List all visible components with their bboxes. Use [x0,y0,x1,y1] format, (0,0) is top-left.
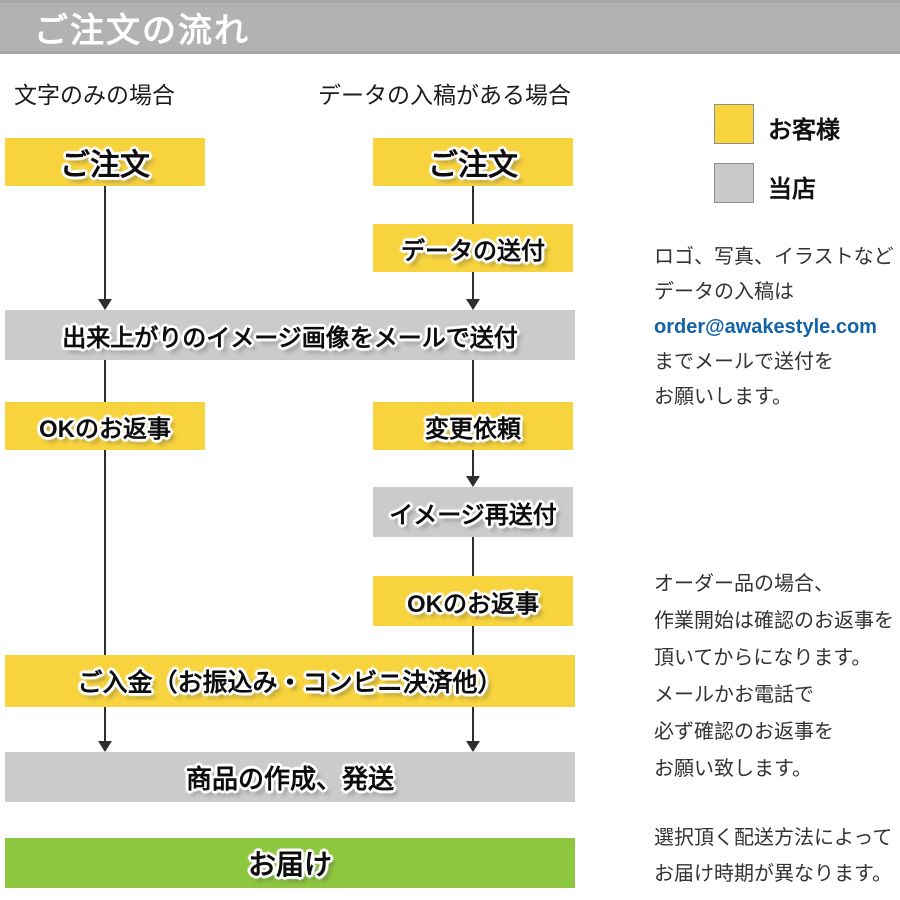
flow-box-ok-reply-right-label: OKのお返事 [407,590,539,618]
legend-shop-label: 当店 [768,176,816,203]
flow-box-ok-reply-left: OKのお返事 [5,402,205,450]
flow-box-data-send: データの送付 [373,224,573,272]
legend-customer-label: お客様 [768,117,840,144]
connector-image-mail-to-ok-left [104,360,106,402]
arrowhead-into-image-resend [466,476,480,487]
note-order-confirmation-line6: お願い致します。 [654,758,812,780]
flow-box-ok-reply-right: OKのお返事 [373,576,573,626]
note-order-confirmation-line1: オーダー品の場合、 [654,573,834,595]
note-data-submission-line3: までメールで送付を [654,351,834,373]
flow-box-image-mail-label: 出来上がりのイメージ画像をメールで送付 [62,324,518,352]
note-delivery-timing-line2: お届け時期が異なります。 [654,863,892,885]
note-order-confirmation-line5: 必ず確認のお返事を [654,721,834,743]
note-delivery-timing: 選択頂く配送方法によって お届け時期が異なります。 [654,820,900,892]
flow-box-image-mail: 出来上がりのイメージ画像をメールで送付 [5,310,575,360]
email-link[interactable]: order@awakestyle.com [654,316,877,338]
arrowhead-into-image-mail-left [98,299,112,310]
note-order-confirmation-line2: 作業開始は確認のお返事を [654,610,894,632]
page-title: ご注文の流れ [34,11,250,50]
note-data-submission: ロゴ、写真、イラストなど データの入稿は order@awakestyle.co… [654,240,900,415]
legend-shop-swatch [714,163,754,203]
connector-change-request-to-image-resend [472,450,474,477]
flow-box-image-resend: イメージ再送付 [373,487,573,537]
connector-order-right-to-data-send [472,186,474,224]
flow-box-payment-label: ご入金（お振込み・コンビニ決済他） [77,669,503,697]
column-label-with-data: データの入稿がある場合 [318,82,571,108]
note-order-confirmation-line4: メールかお電話で [654,684,814,706]
arrowhead-into-image-mail-right [466,299,480,310]
flow-box-image-resend-label: イメージ再送付 [389,501,557,529]
flow-box-order-left: ご注文 [5,138,205,186]
note-order-confirmation-line3: 頂いてからになります。 [654,647,872,669]
connector-image-resend-to-ok-right [472,537,474,576]
flow-box-payment: ご入金（お振込み・コンビニ決済他） [5,655,575,707]
flow-box-data-send-label: データの送付 [401,237,545,265]
legend-customer-swatch [714,104,754,144]
page-header-bar: ご注文の流れ [0,0,900,54]
flow-box-order-left-label: ご注文 [60,149,150,182]
flow-box-delivery-label: お届け [247,849,332,880]
arrowhead-into-production-left [98,741,112,752]
flow-box-production-shipping-label: 商品の作成、発送 [185,763,394,794]
flow-box-change-request: 変更依頼 [373,402,573,450]
flow-box-ok-reply-left-label: OKのお返事 [39,415,171,443]
note-data-submission-line4: お願いします。 [654,386,792,408]
flow-box-change-request-label: 変更依頼 [425,415,521,443]
flow-box-order-right-label: ご注文 [428,149,518,182]
flow-box-delivery: お届け [5,838,575,888]
column-label-text-only: 文字のみの場合 [14,82,175,108]
note-data-submission-line1: ロゴ、写真、イラストなど [654,246,894,268]
arrowhead-into-production-right [466,741,480,752]
connector-image-mail-to-change-request [472,360,474,402]
note-order-confirmation: オーダー品の場合、 作業開始は確認のお返事を 頂いてからになります。 メールかお… [654,566,900,788]
note-delivery-timing-line1: 選択頂く配送方法によって [654,827,893,849]
flow-box-production-shipping: 商品の作成、発送 [5,752,575,802]
note-data-submission-line2: データの入稿は [654,281,794,303]
connector-data-send-to-image-mail [472,272,474,300]
connector-ok-left-to-production [104,450,106,742]
connector-order-left-to-image-mail [104,186,106,300]
flow-box-order-right: ご注文 [373,138,573,186]
